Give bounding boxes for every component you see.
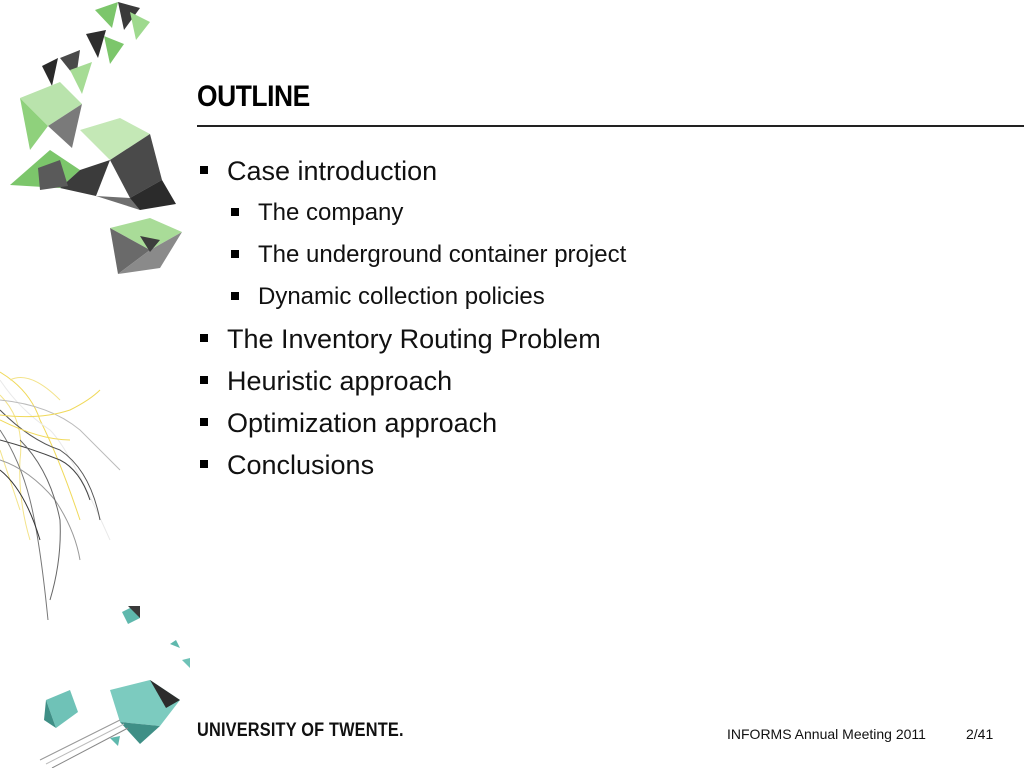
- outline-item-text: Heuristic approach: [227, 366, 453, 396]
- square-bullet-icon: [231, 208, 239, 216]
- title-divider: [197, 125, 1024, 127]
- square-bullet-icon: [231, 250, 239, 258]
- outline-item: Optimization approach: [197, 402, 626, 444]
- outline-subitem: The company: [197, 192, 626, 234]
- square-bullet-icon: [231, 292, 239, 300]
- yellow-fiber-lines: [0, 371, 121, 621]
- university-logo: UNIVERSITY OF TWENTE.: [197, 720, 404, 741]
- green-crystal-cluster: [10, 2, 182, 274]
- outline-item: Heuristic approach: [197, 360, 626, 402]
- outline-subitem: Dynamic collection policies: [197, 276, 626, 318]
- outline-subitem: The underground container project: [197, 234, 626, 276]
- event-name: INFORMS Annual Meeting 2011: [727, 726, 926, 742]
- decorative-artwork: [0, 2, 190, 768]
- outline-item-text: Optimization approach: [227, 408, 498, 438]
- square-bullet-icon: [200, 166, 208, 174]
- outline-item-text: The Inventory Routing Problem: [227, 324, 601, 354]
- outline-item: Case introduction: [197, 150, 626, 192]
- outline-item-text: The company: [258, 199, 404, 226]
- page-number: 2/41: [966, 726, 994, 742]
- outline-item-text: Conclusions: [227, 450, 375, 480]
- outline-item-text: Case introduction: [227, 156, 438, 186]
- outline-item-text: The underground container project: [258, 241, 627, 268]
- outline-item: The Inventory Routing Problem: [197, 318, 626, 360]
- square-bullet-icon: [200, 460, 208, 468]
- square-bullet-icon: [200, 334, 208, 342]
- square-bullet-icon: [200, 376, 208, 384]
- outline-item-text: Dynamic collection policies: [258, 283, 545, 310]
- slide-title: OUTLINE: [197, 80, 310, 113]
- outline-list: Case introduction The company The underg…: [197, 150, 626, 486]
- square-bullet-icon: [200, 418, 208, 426]
- outline-item: Conclusions: [197, 444, 626, 486]
- teal-crystal-cluster: [39, 606, 190, 768]
